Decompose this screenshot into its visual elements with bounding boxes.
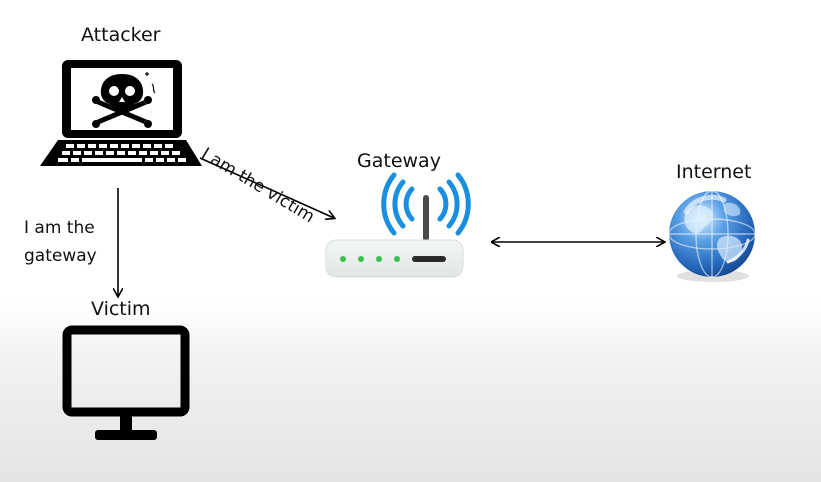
- annotation-line-2: gateway: [24, 246, 97, 266]
- victim-label: Victim: [91, 298, 151, 320]
- wifi-router-icon: [325, 172, 471, 278]
- globe-icon: [668, 190, 756, 282]
- skull-icon: [92, 72, 156, 128]
- i-am-the-gateway-annotation: I am the gateway: [24, 214, 134, 270]
- arrow-attacker-to-gateway: [199, 157, 334, 218]
- wifi-waves-icon: [381, 172, 471, 236]
- gateway-label: Gateway: [357, 150, 441, 172]
- attacker-label: Attacker: [81, 24, 161, 46]
- internet-label: Internet: [676, 161, 752, 183]
- annotation-line-1: I am the: [24, 218, 95, 238]
- monitor-icon: [62, 325, 190, 440]
- laptop-skull-icon: [40, 60, 202, 166]
